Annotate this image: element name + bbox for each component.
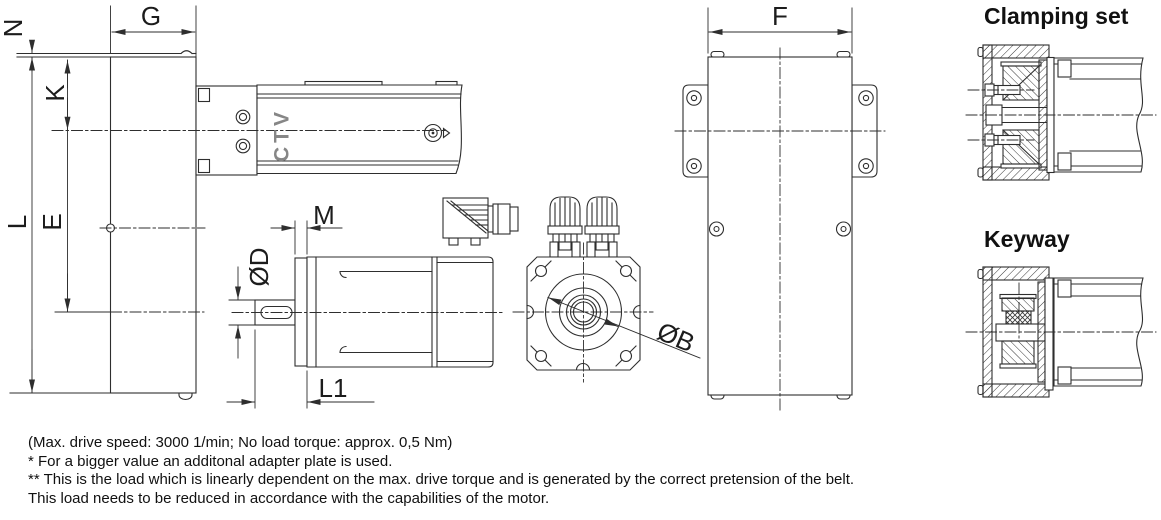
footnotes: (Max. drive speed: 3000 1/min; No load t… bbox=[28, 434, 854, 508]
footnote-line-2: * For a bigger value an additonal adapte… bbox=[28, 452, 393, 470]
head-housing bbox=[256, 84, 463, 175]
hub-upper bbox=[1001, 297, 1035, 312]
keyway-title: Keyway bbox=[984, 226, 1070, 252]
dim-label-k: K bbox=[40, 84, 70, 102]
dim-label-l1: L1 bbox=[318, 373, 348, 403]
motor-connector-side bbox=[442, 197, 519, 246]
flange-bolt-hole bbox=[534, 349, 548, 363]
motor-shaft bbox=[254, 299, 296, 326]
motor-body bbox=[306, 256, 494, 368]
motor-flange-front bbox=[526, 256, 641, 371]
dim-label-l: L bbox=[2, 214, 32, 230]
dim-label-e: E bbox=[37, 213, 67, 231]
unit-foot bbox=[178, 392, 193, 401]
motor-connector-front bbox=[547, 196, 583, 258]
clamping-set-title: Clamping set bbox=[984, 3, 1129, 29]
flange-bolt-hole bbox=[534, 264, 548, 278]
motor-flange bbox=[294, 257, 308, 367]
dim-label-n: N bbox=[0, 18, 28, 38]
footnote-line-4: This load needs to be reduced in accorda… bbox=[28, 489, 550, 507]
dim-label-od: ØD bbox=[244, 247, 274, 287]
tension-screw bbox=[423, 123, 443, 143]
motor-side-view bbox=[254, 197, 519, 368]
footnote-line-1: (Max. drive speed: 3000 1/min; No load t… bbox=[28, 434, 453, 451]
dimension-lines bbox=[29, 5, 853, 409]
product-watermark-ctv: CTV bbox=[270, 108, 294, 162]
key bbox=[1005, 310, 1032, 325]
flange-bolt-hole bbox=[619, 264, 633, 278]
dim-label-m: M bbox=[313, 200, 335, 230]
flange-bolt-hole bbox=[619, 349, 633, 363]
clamping-set-detail bbox=[977, 44, 1144, 181]
hub-lower bbox=[1001, 340, 1035, 365]
centerlines bbox=[51, 47, 1157, 411]
dim-label-g: G bbox=[140, 1, 162, 31]
footnote-line-3: ** This is the load which is linearly de… bbox=[28, 471, 855, 489]
dim-label-f: F bbox=[772, 1, 788, 31]
drive-head-side-view bbox=[195, 80, 463, 176]
linear-unit-side-view bbox=[9, 50, 197, 401]
